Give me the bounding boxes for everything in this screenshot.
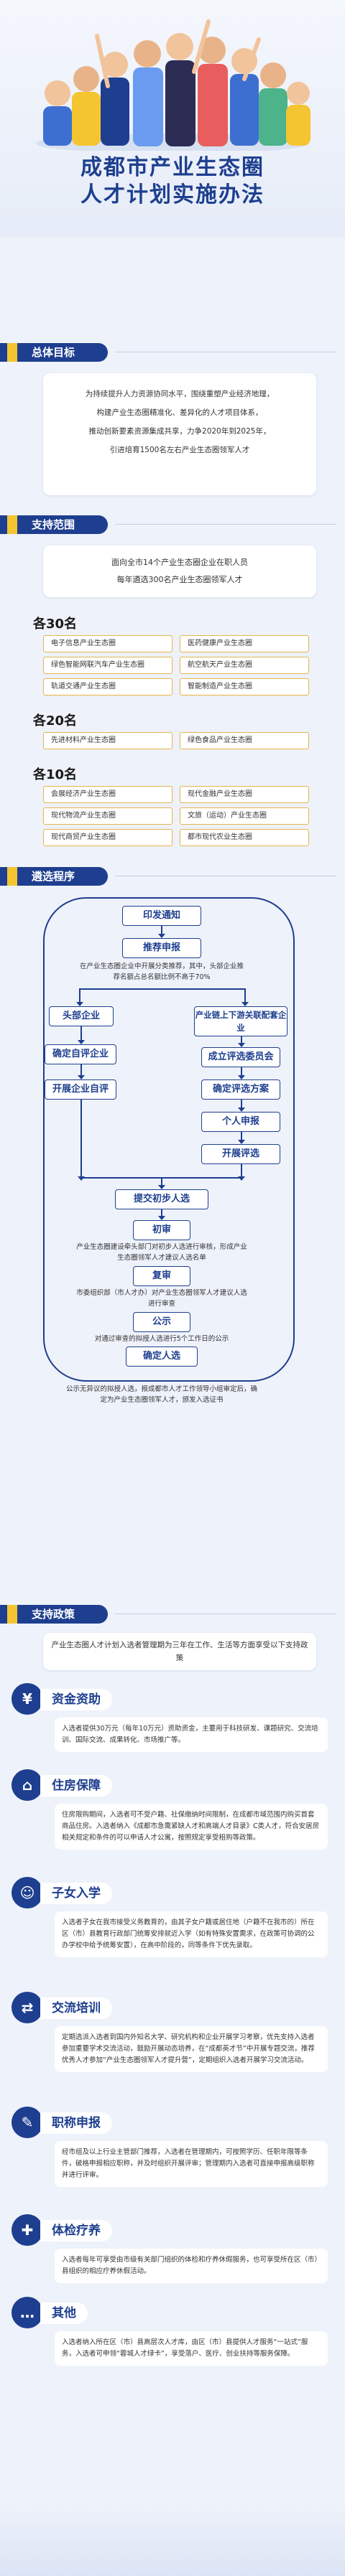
ecosystem-item: 绿色智能网联汽车产业生态圈 <box>43 657 172 674</box>
flow-prelim-desc: 产业生态圈建设牵头部门对初步人选进行审核，形成产业生态圈领军人才建议人选名单 <box>76 1243 247 1262</box>
goal-line: 引进培育1500名左右产业生态圈领军人才 <box>109 446 250 454</box>
flow-step-submit: 提交初步人选 <box>115 1189 208 1209</box>
hero-banner: 成都市产业生态圈 人才计划实施办法 <box>0 0 345 237</box>
house-icon: ⌂ <box>12 1769 43 1801</box>
health-icon: ✚ <box>12 2214 43 2246</box>
goal-line: 构建产业生态圈精准化、差异化的人才项目体系， <box>96 408 263 417</box>
flow-step-publicity: 公示 <box>133 1312 190 1332</box>
policy-title: 交流培训 <box>40 1997 112 2019</box>
policy-text: 定期选派入选者到国内外知名大学、研究机构和企业开展学习考察，优先支持入选者参加重… <box>55 2026 328 2072</box>
section-title: 遴选程序 <box>32 870 75 883</box>
ecosystem-item: 文旅（运动）产业生态圈 <box>180 807 309 825</box>
flow-chain-step: 个人申报 <box>201 1112 280 1132</box>
ecosystem-item: 会展经济产业生态圈 <box>43 786 172 803</box>
policy-title: 体检疗养 <box>40 2220 112 2242</box>
flow-step-confirm: 确定人选 <box>126 1346 198 1367</box>
section-header-scope: 支持范围 <box>0 510 345 538</box>
section-title: 总体目标 <box>32 346 75 359</box>
flow-chain-step: 开展评选 <box>201 1144 280 1164</box>
exchange-icon: ⇄ <box>12 1992 43 2023</box>
ecosystem-item: 智能制造产业生态圈 <box>180 678 309 695</box>
goal-line: 推动创新要素资源集成共享，力争2020年到2025年， <box>88 427 271 436</box>
policy-intro-card: 产业生态圈人才计划入选者管理期为三年在工作、生活等方面享受以下支持政策 <box>43 1633 316 1670</box>
section-header-policy: 支持政策 <box>0 1599 345 1628</box>
group-label-30: 各30名 <box>33 617 78 632</box>
money-icon: ¥ <box>12 1683 43 1715</box>
policy-text: 经市组及以上行业主管部门推荐，入选者在管理期内，可按照学历、任职年限等条件，破格… <box>55 2141 328 2187</box>
policy-text: 住房限购期间，入选者可不受户籍、社保缴纳时间限制，在成都市域范围内购买首套商品住… <box>55 1804 328 1850</box>
goal-card: 为持续提升人力资源协同水平，围绕重塑产业经济地理， 构建产业生态圈精准化、差异化… <box>43 373 316 495</box>
flow-chain-enterprise: 产业链上下游关联配套企业 <box>194 1006 288 1036</box>
ecosystem-item: 现代物流产业生态圈 <box>43 807 172 825</box>
section-header-goal: 总体目标 <box>0 337 345 366</box>
flow-step-notice: 印发通知 <box>122 906 201 926</box>
policy-text: 入选者提供30万元（每年10万元）资助资金，主要用于科技研发、课题研究、交流培训… <box>55 1718 328 1752</box>
flow-chain-step: 确定评选方案 <box>201 1079 280 1100</box>
flow-publicity-desc: 对通过审查的拟授人选进行5个工作日的公示 <box>94 1335 229 1343</box>
ecosystem-item: 现代商贸产业生态圈 <box>43 829 172 846</box>
flow-step-review: 复审 <box>133 1266 190 1286</box>
flow-review-desc: 市委组织部（市人才办）对产业生态圈领军人才建议人选进行审查 <box>76 1289 247 1308</box>
scope-line: 每年遴选300名产业生态圈领军人才 <box>116 575 243 584</box>
policy-health: ✚ 体检疗养 入选者每年可享受由市级有关部门组织的体检和疗养休假服务，也可享受所… <box>12 2214 334 2315</box>
flowchart-frame <box>43 897 295 1382</box>
section-title: 支持范围 <box>32 518 75 531</box>
ecosystem-item: 现代金融产业生态圈 <box>180 786 309 803</box>
scope-line: 面向全市14个产业生态圈企业在职人员 <box>111 558 248 567</box>
section-title: 支持政策 <box>32 1608 75 1621</box>
ecosystem-item: 先进材料产业生态圈 <box>43 732 172 749</box>
policy-education: ☺ 子女入学 入选者子女在我市接受义务教育的，由其子女户籍或居住地（户籍不在我市… <box>12 1877 334 2020</box>
group-label-10: 各10名 <box>33 767 78 782</box>
policy-text: 入选者纳入所在区（市）县高层次人才库，由区（市）县提供人才服务“一站式”服务，入… <box>55 2331 328 2366</box>
scope-card: 面向全市14个产业生态圈企业在职人员 每年遴选300名产业生态圈领军人才 <box>43 545 316 597</box>
policy-text: 入选者子女在我市接受义务教育的，由其子女户籍或居住地（户籍不在我市的）所在区（市… <box>55 1911 328 1957</box>
policy-housing: ⌂ 住房保障 住房限购期间，入选者可不受户籍、社保缴纳时间限制，在成都市域范围内… <box>12 1769 334 1913</box>
flow-head-step: 确定自评企业 <box>45 1044 116 1064</box>
flow-confirm-desc: 公示无异议的拟授人选，报成都市人才工作领导小组审定后，确定为产业生态圈领军人才，… <box>65 1385 257 1404</box>
policy-title: 职称申报 <box>40 2112 112 2134</box>
more-icon: … <box>12 2297 43 2328</box>
group-label-20: 各20名 <box>33 713 78 729</box>
child-icon: ☺ <box>12 1877 43 1908</box>
flow-recommend-desc: 在产业生态圈企业中开展分类推荐，其中，头部企业推荐名额占总名额比例不高于70% <box>79 963 244 981</box>
section-header-process: 遴选程序 <box>0 861 345 890</box>
ecosystem-item: 都市现代农业生态圈 <box>180 829 309 846</box>
title-line-2: 人才计划实施办法 <box>80 182 264 207</box>
flow-step-prelim: 初审 <box>133 1220 190 1240</box>
footer-decoration <box>0 2505 345 2576</box>
ecosystem-item: 电子信息产业生态圈 <box>43 635 172 652</box>
policy-title: 其他 <box>40 2303 88 2324</box>
ecosystem-item: 绿色食品产业生态圈 <box>180 732 309 749</box>
policy-title: 子女入学 <box>40 1883 112 1904</box>
flow-chain-step: 成立评选委员会 <box>201 1047 280 1067</box>
crowd-illustration <box>36 19 310 151</box>
policy-title: 资金资助 <box>40 1689 112 1710</box>
flow-head-step: 开展企业自评 <box>45 1079 116 1100</box>
ecosystem-item: 轨道交通产业生态圈 <box>43 678 172 695</box>
ecosystem-item: 医药健康产业生态圈 <box>180 635 309 652</box>
ecosystem-item: 航空航天产业生态圈 <box>180 657 309 674</box>
goal-line: 为持续提升人力资源协同水平，围绕重塑产业经济地理， <box>85 390 275 398</box>
policy-funding: ¥ 资金资助 入选者提供30万元（每年10万元）资助资金，主要用于科技研发、课题… <box>12 1683 334 1798</box>
title-line-1: 成都市产业生态圈 <box>80 155 264 180</box>
policy-other: … 其他 入选者纳入所在区（市）县高层次人才库，由区（市）县提供人才服务“一站式… <box>12 2297 334 2412</box>
flow-step-recommend: 推荐申报 <box>122 938 201 958</box>
certificate-icon: ✎ <box>12 2107 43 2138</box>
page-title: 成都市产业生态圈 人才计划实施办法 <box>0 154 345 209</box>
policy-title-application: ✎ 职称申报 经市组及以上行业主管部门推荐，入选者在管理期内，可按照学历、任职年… <box>12 2107 334 2236</box>
policy-training: ⇄ 交流培训 定期选派入选者到国内外知名大学、研究机构和企业开展学习考察，优先支… <box>12 1992 334 2135</box>
policy-title: 住房保障 <box>40 1775 112 1797</box>
policy-text: 入选者每年可享受由市级有关部门组织的体检和疗养休假服务，也可享受所在区（市）县组… <box>55 2249 328 2283</box>
flow-head-enterprise: 头部企业 <box>49 1006 114 1026</box>
